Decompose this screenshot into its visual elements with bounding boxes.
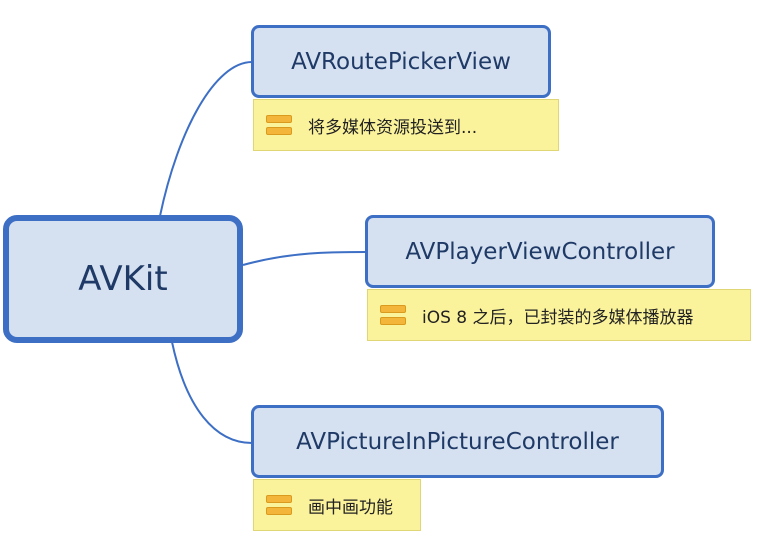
note-avroutepickerview: 将多媒体资源投送到... bbox=[253, 99, 559, 151]
node-avroutepickerview[interactable]: AVRoutePickerView bbox=[251, 25, 551, 98]
node-label: AVRoutePickerView bbox=[291, 48, 511, 75]
note-icon bbox=[380, 305, 406, 325]
root-node-avkit[interactable]: AVKit bbox=[3, 215, 243, 343]
connector-routepicker bbox=[159, 61, 253, 217]
note-text: iOS 8 之后，已封装的多媒体播放器 bbox=[422, 307, 694, 328]
note-avplayerviewcontroller: iOS 8 之后，已封装的多媒体播放器 bbox=[367, 289, 751, 341]
note-icon bbox=[266, 495, 292, 515]
note-text: 画中画功能 bbox=[308, 497, 393, 518]
connector-pictureinpicture bbox=[171, 341, 253, 444]
node-label: AVPictureInPictureController bbox=[296, 428, 619, 455]
connector-playerviewcontroller bbox=[242, 251, 367, 266]
root-node-label: AVKit bbox=[78, 259, 168, 299]
note-text: 将多媒体资源投送到... bbox=[308, 117, 478, 138]
node-avplayerviewcontroller[interactable]: AVPlayerViewController bbox=[365, 215, 715, 288]
note-icon bbox=[266, 115, 292, 135]
node-avpictureinpicturecontroller[interactable]: AVPictureInPictureController bbox=[251, 405, 664, 478]
note-avpictureinpicturecontroller: 画中画功能 bbox=[253, 479, 421, 531]
node-label: AVPlayerViewController bbox=[405, 238, 675, 265]
